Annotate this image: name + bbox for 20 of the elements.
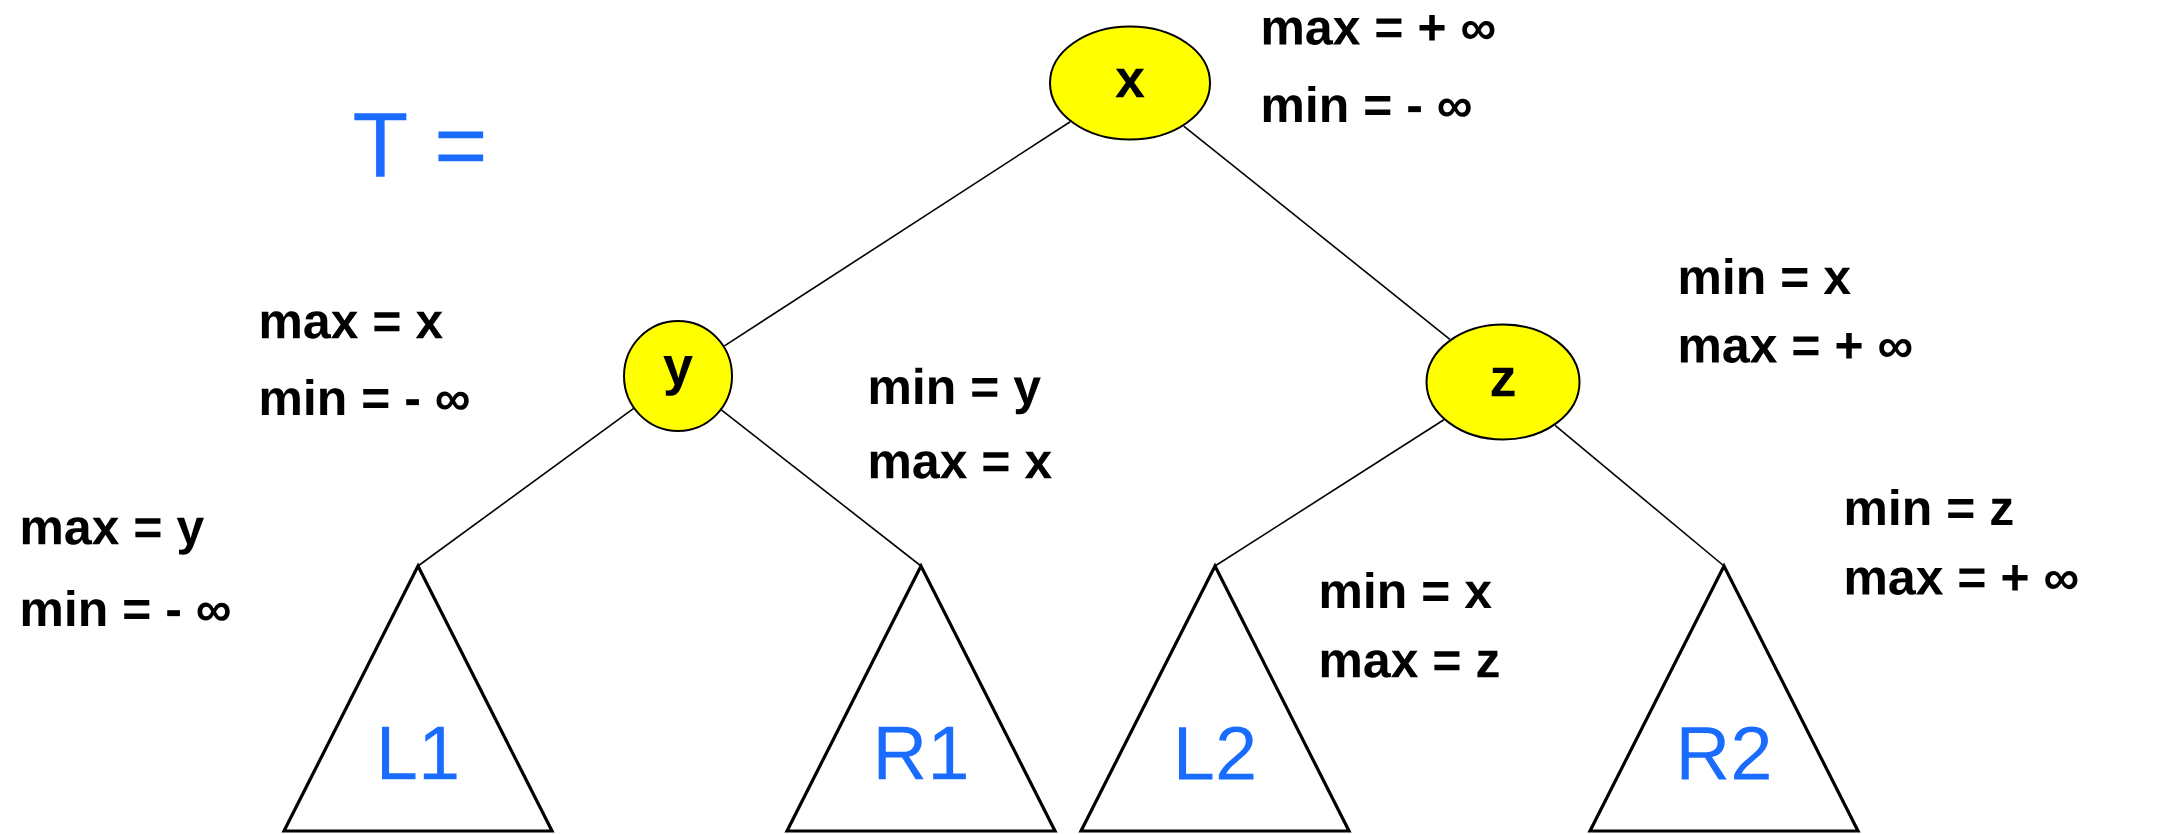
constraint-label: max = + ∞ [1680,333,1912,363]
connector-line [417,407,635,567]
constraint-label: max = x [261,311,443,339]
constraint-label: min = - ∞ [261,378,469,416]
connector-line [723,120,1071,347]
constraint-label: min = - ∞ [22,589,230,627]
constraint-label: max = z [1321,650,1499,678]
constraint-label: min = x [1321,571,1492,609]
constraint-label: min = x [1680,257,1851,295]
constraint-label: min = - ∞ [1263,85,1471,123]
constraint-label: max = y [22,517,204,555]
connector-line [1214,419,1445,567]
constraint-label: max = + ∞ [1263,15,1495,45]
constraint-label: max = x [870,451,1052,479]
connector-line [720,409,922,567]
constraint-label: min = y [870,367,1041,415]
constraint-label: min = z [1846,488,2013,526]
connector-line [1182,125,1451,341]
connector-line [1554,424,1725,567]
tree-name-label: T = [354,113,484,177]
